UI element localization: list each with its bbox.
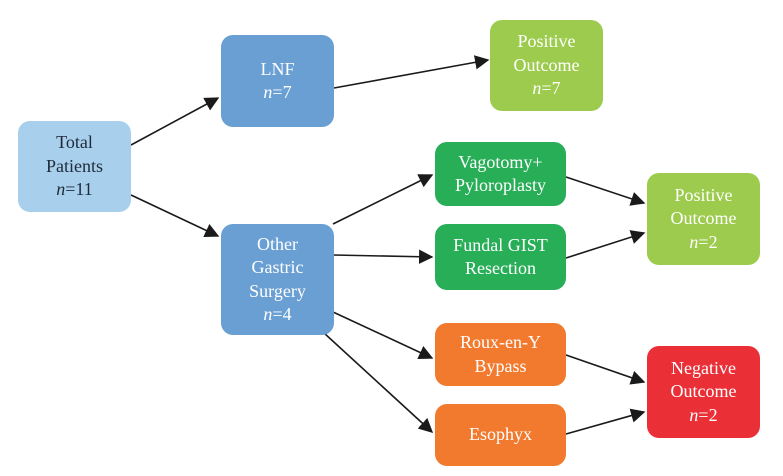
arrow-lnf-to-outcome (333, 55, 490, 89)
node-negative-outcome: Negative Outcome n=2 (647, 346, 760, 438)
arrow-other-to-esophyx (323, 332, 434, 433)
node-other-gastric-surgery: Other Gastric Surgery n=4 (221, 224, 334, 335)
arrow-other-to-fundal (332, 249, 434, 264)
arrow-esophyx-to-neg (565, 408, 646, 435)
arrow-total-to-lnf (130, 97, 220, 146)
node-label: Gastric (251, 257, 304, 278)
node-label: Positive (674, 184, 733, 205)
node-lnf-positive-outcome: Positive Outcome n=7 (490, 20, 603, 111)
node-label: Vagotomy+ (458, 151, 543, 172)
node-label: Bypass (474, 355, 527, 376)
node-count: n=7 (263, 82, 292, 102)
node-label: Outcome (670, 208, 737, 229)
node-vagotomy-pyloroplasty: Vagotomy+ Pyloroplasty (435, 142, 566, 206)
node-label: Other (257, 233, 298, 254)
node-lnf: LNF n=7 (221, 35, 334, 127)
node-label: Surgery (249, 280, 306, 301)
node-label: Esophyx (469, 424, 532, 445)
node-label: Positive (517, 31, 576, 52)
node-esophyx: Esophyx (435, 404, 566, 466)
node-label: Total (56, 132, 93, 153)
node-label: Negative (671, 357, 736, 378)
node-label: Outcome (513, 54, 580, 75)
node-count: n=2 (689, 231, 718, 252)
node-label: Pyloroplasty (454, 175, 546, 195)
node-label: Resection (465, 258, 536, 278)
node-label: Roux-en-Y (460, 332, 541, 353)
node-positive-outcome: Positive Outcome n=2 (647, 173, 760, 265)
node-roux-en-y-bypass: Roux-en-Y Bypass (435, 323, 566, 386)
node-count: n=2 (689, 404, 718, 425)
node-count: n=7 (532, 78, 561, 99)
node-count: n=4 (263, 303, 292, 324)
node-fundal-gist-resection: Fundal GIST Resection (435, 224, 566, 290)
node-label: Fundal GIST (453, 234, 548, 255)
arrow-other-to-roux (332, 311, 434, 360)
arrow-vagotomy-to-outcome (565, 176, 646, 206)
arrow-other-to-vagotomy (332, 174, 434, 225)
node-label: LNF (260, 58, 295, 79)
arrow-roux-to-neg (565, 354, 646, 385)
arrow-fundal-to-outcome (565, 230, 646, 259)
node-count: n=11 (56, 179, 93, 200)
node-label: Patients (46, 155, 103, 176)
arrow-total-to-other (130, 194, 220, 237)
node-total-patients: Total Patients n=11 (18, 121, 131, 212)
node-label: Outcome (670, 381, 737, 402)
